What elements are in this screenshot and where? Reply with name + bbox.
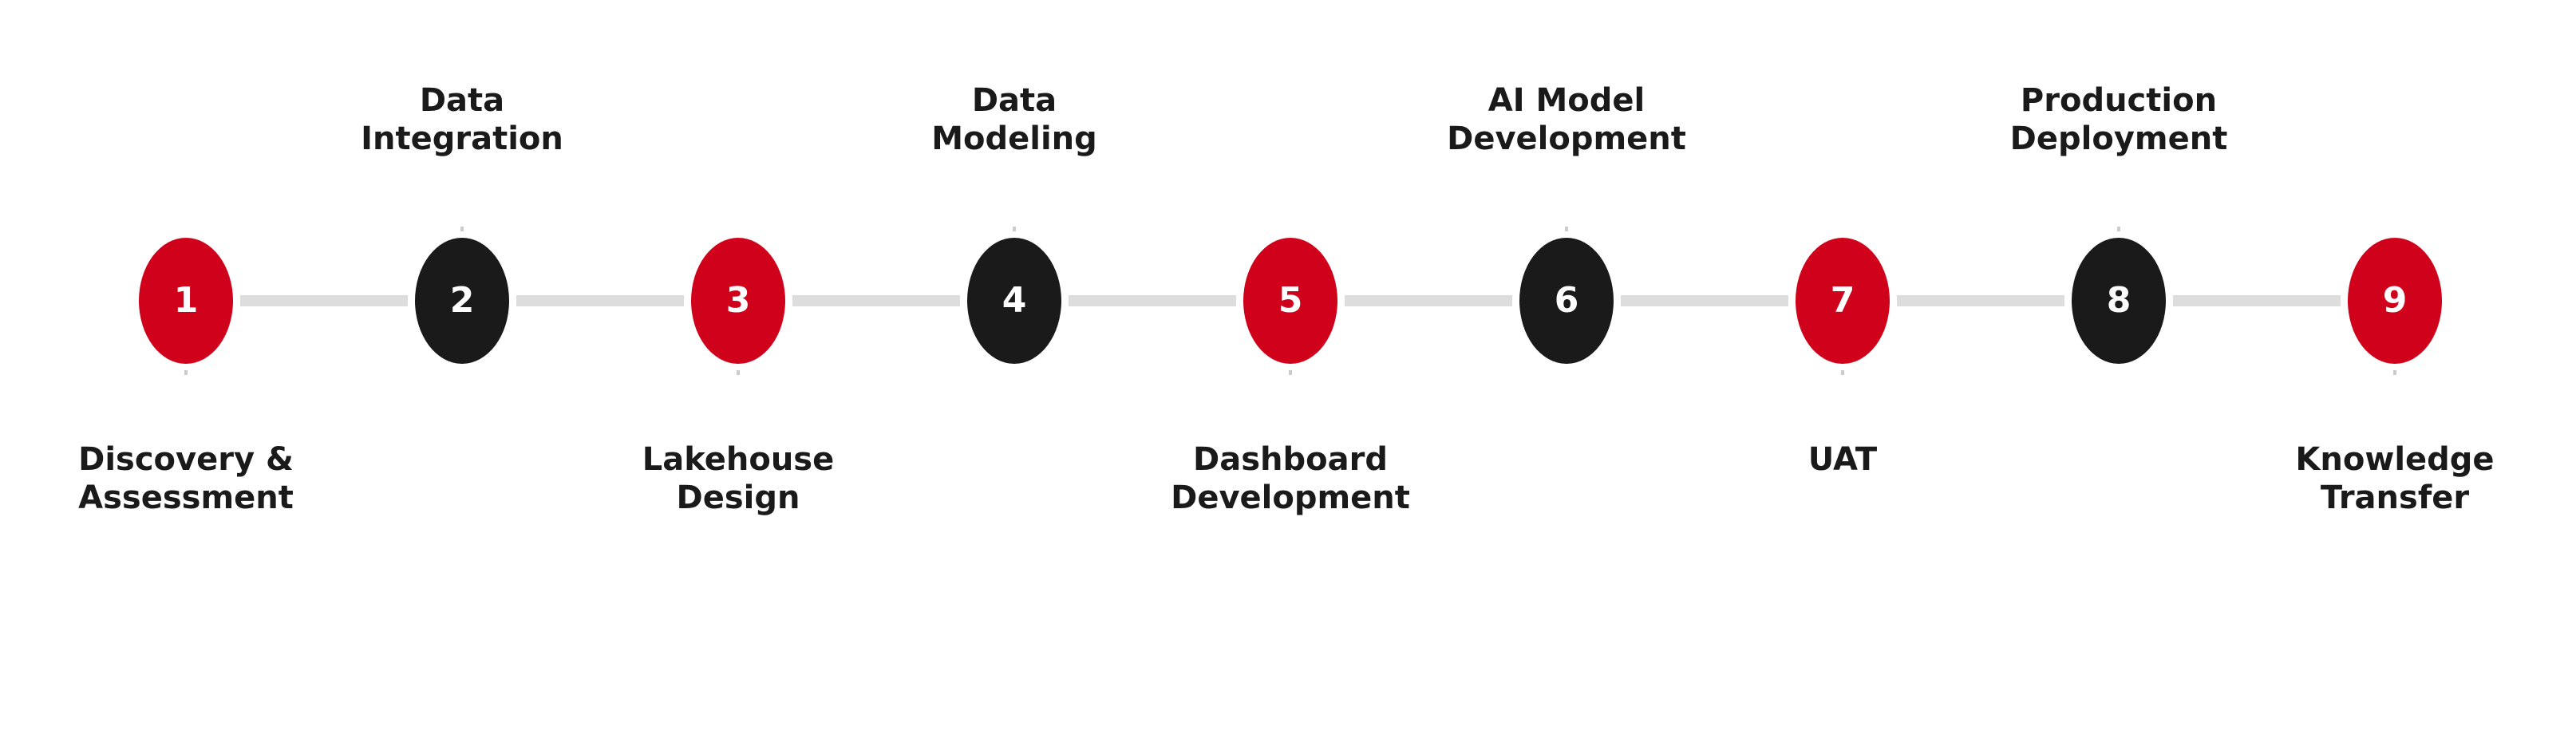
- step-label-3: Lakehouse Design: [642, 441, 835, 516]
- step-node-2: [415, 238, 509, 364]
- step-label-1: Discovery & Assessment: [78, 441, 294, 516]
- step-node-3: [691, 238, 785, 364]
- step-number-8: 8: [2107, 280, 2132, 321]
- step-number-5: 5: [1278, 280, 1303, 321]
- step-node-8: [2072, 238, 2166, 364]
- step-node-4: [967, 238, 1061, 364]
- step-node-1: [139, 238, 233, 364]
- step-label-9: Knowledge Transfer: [2295, 441, 2495, 516]
- step-node-7: [1796, 238, 1890, 364]
- step-label-2: Data Integration: [361, 82, 563, 157]
- step-label-8: Production Deployment: [2009, 82, 2228, 157]
- step-number-2: 2: [450, 280, 475, 321]
- step-number-1: 1: [174, 280, 199, 321]
- step-number-9: 9: [2383, 280, 2408, 321]
- step-number-7: 7: [1831, 280, 1855, 321]
- step-label-5: Dashboard Development: [1171, 441, 1410, 516]
- step-node-9: [2348, 238, 2442, 364]
- step-label-7: UAT: [1808, 441, 1878, 478]
- step-node-6: [1519, 238, 1614, 364]
- step-number-4: 4: [1002, 280, 1027, 321]
- step-label-4: Data Modeling: [931, 82, 1097, 157]
- step-label-6: AI Model Development: [1447, 82, 1686, 157]
- step-number-6: 6: [1555, 280, 1579, 321]
- step-node-5: [1243, 238, 1337, 364]
- step-number-3: 3: [726, 280, 751, 321]
